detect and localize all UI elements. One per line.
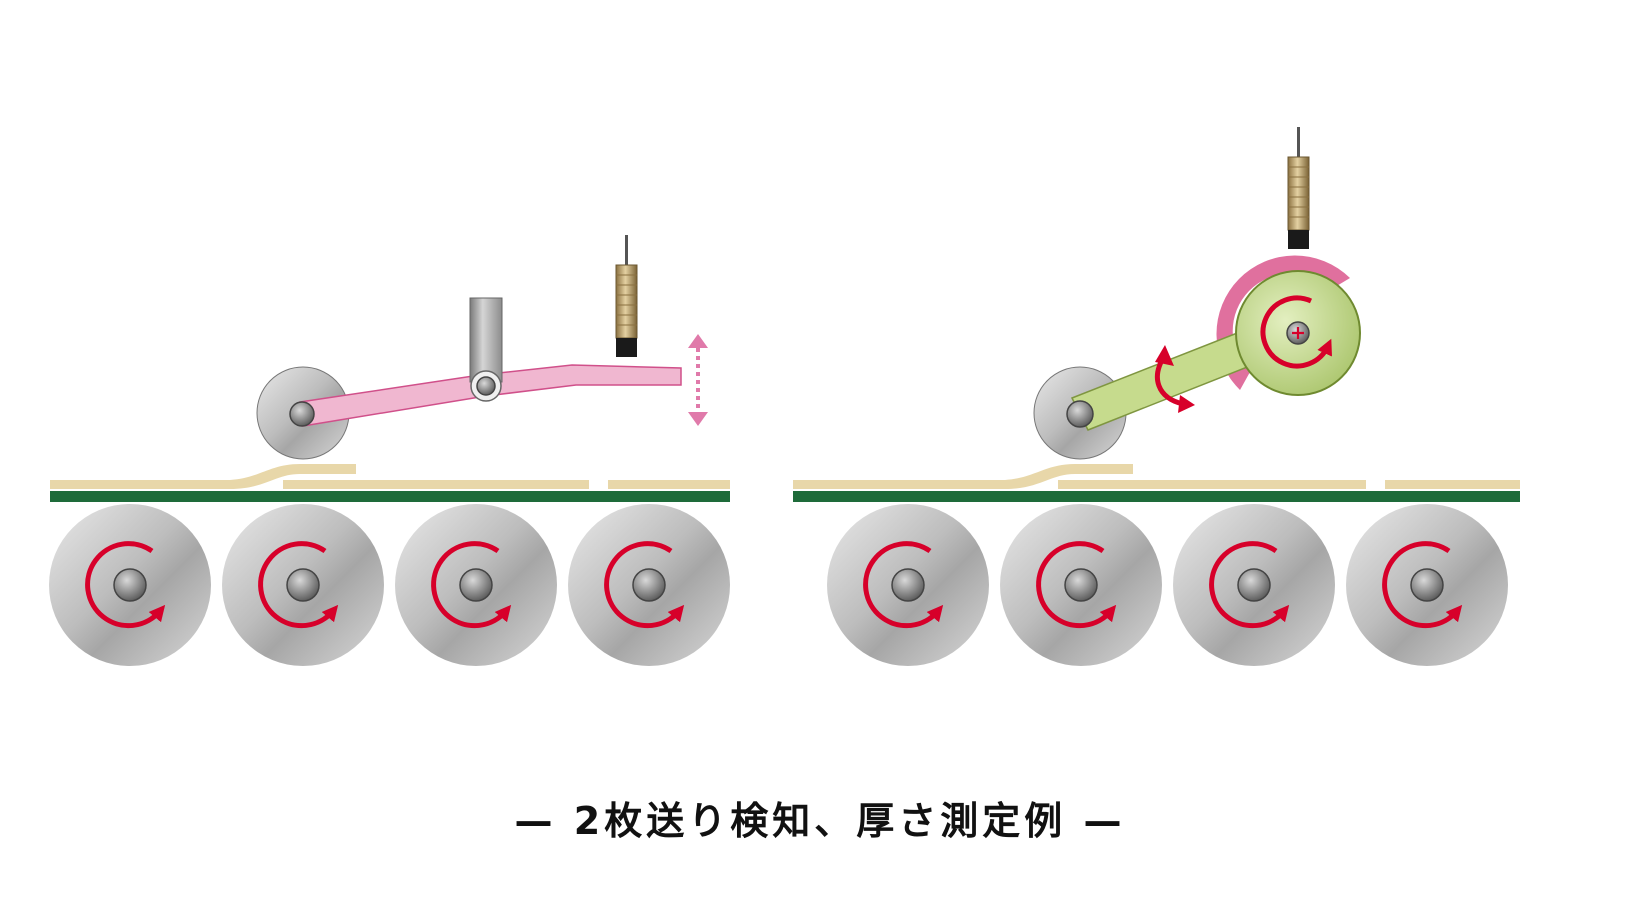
- pink-lever: [299, 364, 682, 427]
- conveyor-belt: [793, 491, 1520, 502]
- sheet-right-left: [608, 480, 730, 489]
- drive-roller: [568, 504, 730, 666]
- pivot-icon: [289, 401, 315, 427]
- mount-post: [469, 297, 503, 383]
- sheet-upper-right: [1058, 480, 1366, 489]
- proximity-sensor-icon: [615, 235, 638, 357]
- right-assembly: [793, 127, 1520, 666]
- drive-roller: [1173, 504, 1335, 666]
- diagram-caption: — 2枚送り検知、厚さ測定例 —: [514, 799, 1126, 843]
- measurement-arc: [1216, 255, 1350, 390]
- drive-roller: [222, 504, 384, 666]
- proximity-sensor-icon: [1287, 127, 1310, 249]
- swing-arrow-icon: [1154, 345, 1195, 413]
- up-down-arrow-icon: [688, 334, 708, 426]
- drive-roller: [1346, 504, 1508, 666]
- drive-roller: [49, 504, 211, 666]
- sheet-right-right: [1385, 480, 1520, 489]
- sheet-upper-left: [283, 480, 589, 489]
- drive-roller: [827, 504, 989, 666]
- pivot-icon: [1066, 400, 1094, 428]
- sheet-lower-left: [50, 464, 356, 489]
- sheet-lower-right: [793, 464, 1133, 489]
- drive-roller: [395, 504, 557, 666]
- drive-roller: [1000, 504, 1162, 666]
- conveyor-belt: [50, 491, 730, 502]
- left-assembly: [49, 235, 730, 666]
